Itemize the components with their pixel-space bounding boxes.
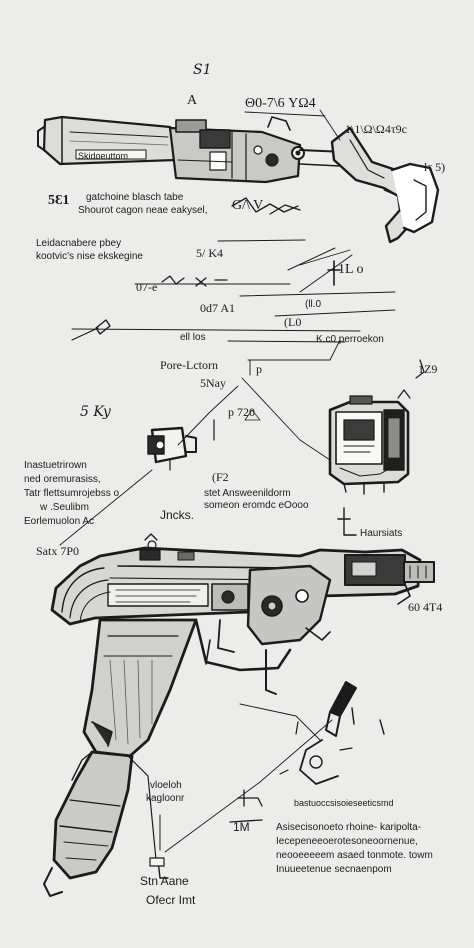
label-jncks: Jncks. [160, 508, 195, 522]
label-desc-line2: Iecepeneeoerotesoneoornenue, [276, 836, 418, 847]
label-left-ref: 5 Ky [80, 404, 111, 420]
small-connector-drawing [59, 385, 239, 546]
label-caption1-ref: 5Ɛ1 [48, 193, 70, 208]
label-dim-mark: 5/ K4 [196, 246, 223, 260]
label-right-cluster2: (ll.0 [305, 299, 322, 310]
label-notes-top: ell los [180, 332, 206, 343]
label-fig-1m: 1M [233, 820, 250, 834]
label-code-12: 1Z9 [418, 362, 438, 376]
label-desc-head: bastuoccsisoieseeticsmd [294, 798, 394, 808]
label-right-code: 1\1\Ω\Ω4τ9c [345, 122, 407, 136]
label-ofecr: Ofecr Imt [146, 893, 196, 907]
label-p720: p 720 [228, 405, 255, 419]
label-stn: Stn Aane [140, 874, 189, 888]
label-caption1-line1: gatchoine blasch tabe [86, 192, 184, 203]
label-sats: Satx 7P0 [36, 544, 80, 558]
label-row-a: 07-e [136, 280, 158, 294]
label-left-text-line1: Inastuetrirown [24, 460, 87, 471]
label-top-a: A [187, 93, 198, 108]
label-row-c: (L0 [284, 315, 302, 329]
label-top-s: S1 [193, 62, 212, 78]
label-left-text-line4: w .Seulibm [40, 502, 89, 513]
label-f2: (F2 [212, 470, 229, 484]
label-haursiats: Haursiats [360, 528, 403, 539]
label-row-b: 0d7 A1 [200, 301, 236, 315]
label-right-cluster3: K.c0 perroekon [316, 334, 384, 345]
label-notes-mid: Pore-Lctorn [160, 358, 218, 372]
label-notes-p: p [256, 362, 262, 376]
label-desc-line1: Asisecisonoeto rhoine- karipolta- [276, 822, 422, 833]
right-device-drawing [328, 389, 411, 495]
label-top-code: Θ0-7\6 YΩ4 [245, 96, 316, 111]
label-mid-squiggle: G/\ V [232, 198, 264, 213]
label-code-604: 60 4T4 [408, 600, 443, 614]
label-left-text-line3: Tatr flettsumrojebss o [24, 488, 120, 499]
small-marks-lower [229, 789, 263, 823]
label-left-block-line2: kootvic's nise ekskegine [36, 251, 143, 262]
knob-drawing [279, 681, 385, 785]
label-desc-line4: Inuueetenue secnaenpom [276, 864, 392, 875]
dimension-marks [95, 197, 425, 536]
label-center-line1: stet Answeenildorm [204, 488, 291, 499]
label-left-b2: kagloonr [146, 793, 185, 804]
label-right-small: lτ 5) [424, 160, 446, 174]
label-left-text-line5: Eorlemuolon Ac [24, 516, 95, 527]
label-right-cluster1: 1L o [338, 262, 364, 277]
main-pistol-drawing [43, 533, 435, 897]
label-barrel-print: Skidoeuttom [78, 151, 129, 161]
label-left-b1: vloeloh [150, 780, 182, 791]
label-left-block-line1: Leidacnabere pbey [36, 238, 122, 249]
top-rifle-drawing [37, 109, 440, 244]
label-center-line2: someon eromdc eOooo [204, 500, 309, 511]
label-caption1-line2: Shourot cagon neae eakysel, [78, 205, 208, 216]
label-left-text-line2: ned oremurasiss, [24, 474, 101, 485]
label-notes-b: 5Nay [200, 376, 226, 390]
label-desc-line3: neooeeeeem asaed tonmote. towm [276, 850, 433, 861]
